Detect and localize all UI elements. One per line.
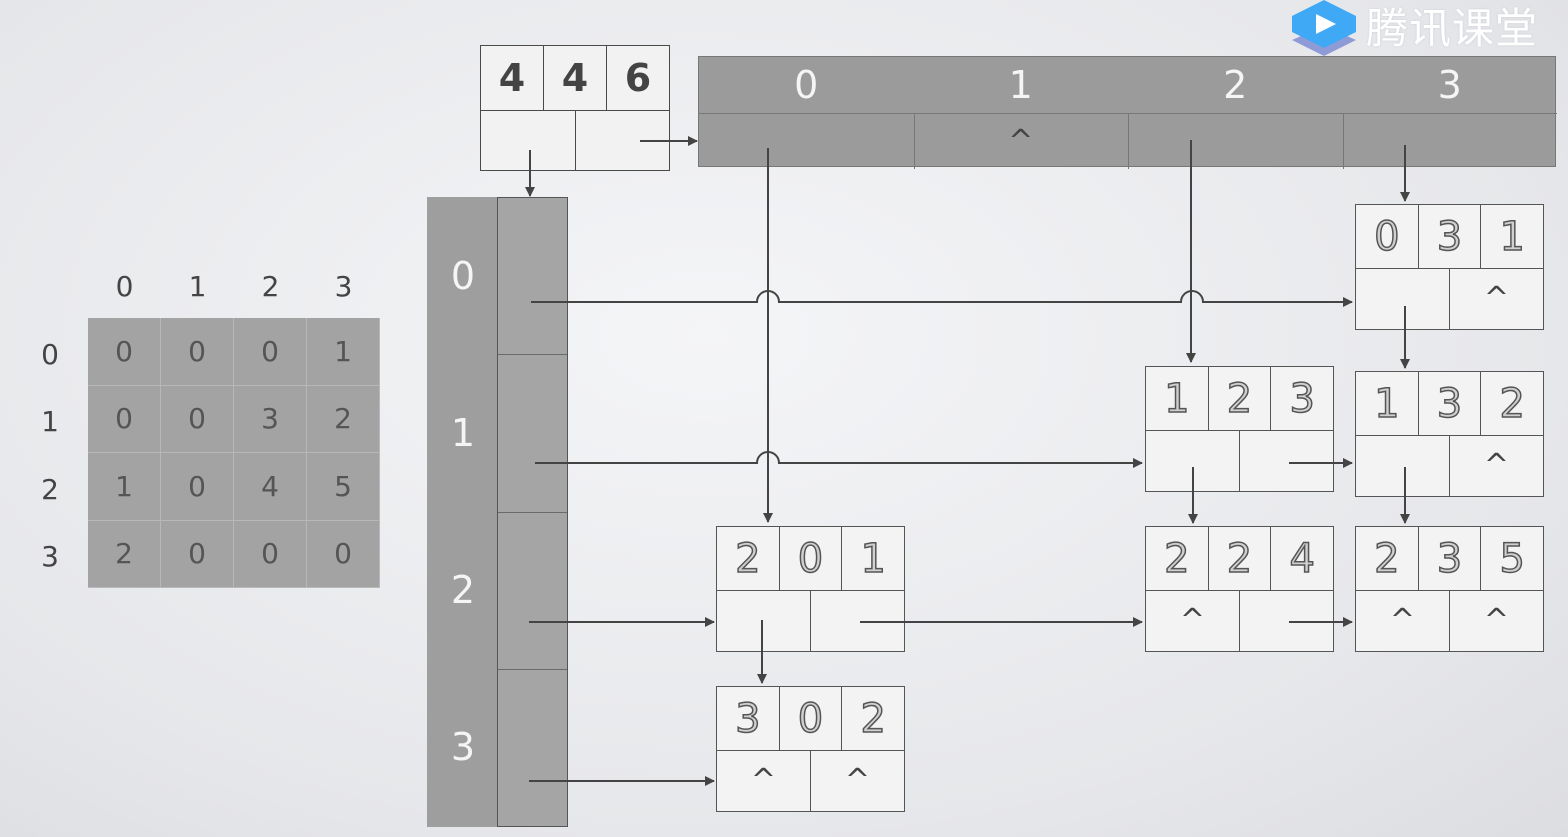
- node-col: 0: [780, 527, 843, 590]
- matrix-cell: 0: [88, 318, 161, 386]
- matrix-cell: 1: [307, 318, 380, 386]
- node-row: 2: [717, 527, 780, 590]
- col-index: 2: [1223, 63, 1248, 107]
- matrix-cell: 0: [161, 453, 234, 521]
- node-down-pointer: ^: [1483, 281, 1510, 316]
- matrix-cell: 0: [234, 520, 307, 588]
- play-icon: [1292, 0, 1356, 56]
- node-row: 0: [1356, 205, 1419, 268]
- logo-text: 腾讯课堂: [1366, 3, 1539, 53]
- header-row-pointer: [481, 110, 576, 170]
- matrix-cell: 0: [161, 318, 234, 386]
- matrix-cell: 2: [307, 385, 380, 453]
- column-head-array: 0 1 2 3 ^: [698, 56, 1557, 169]
- node-value: 5: [1499, 535, 1526, 583]
- matrix-row-label: 0: [41, 337, 59, 371]
- arrow: [531, 290, 1353, 307]
- matrix-cell: 0: [307, 520, 380, 588]
- row-index-column: 0 1 2 3: [427, 197, 499, 827]
- node-row: 1: [1356, 372, 1419, 435]
- node-right-pointer: [717, 590, 811, 651]
- col-index: 1: [1008, 63, 1033, 107]
- col-head-slot: ^: [913, 113, 1129, 169]
- logo: [1284, 0, 1568, 56]
- node-down-pointer: ^: [1483, 448, 1510, 483]
- row-index: 3: [450, 724, 476, 769]
- row-divider: [498, 512, 567, 513]
- matrix-col-label: 0: [115, 269, 134, 303]
- col-head-slot: [699, 113, 915, 169]
- node-value: 2: [1499, 380, 1526, 428]
- node-row: 2: [1146, 527, 1209, 590]
- node-col: 3: [1419, 372, 1482, 435]
- node-value: 4: [1289, 535, 1316, 583]
- header-rows: 4: [481, 46, 544, 110]
- node-right-pointer: ^: [1356, 590, 1450, 651]
- node-value: 3: [1289, 375, 1316, 423]
- node-right-pointer: [1146, 430, 1240, 491]
- col-head-slot: [1128, 113, 1344, 169]
- matrix-cell: 0: [161, 520, 234, 588]
- header-node: 4 4 6: [480, 45, 670, 171]
- matrix-col-label: 3: [334, 269, 353, 303]
- node-down-pointer: ^: [844, 763, 871, 798]
- matrix-cell: 0: [234, 318, 307, 386]
- node-row: 3: [717, 687, 780, 750]
- matrix-cell: 0: [88, 385, 161, 453]
- col-index: 3: [1437, 63, 1462, 107]
- row-divider: [498, 669, 567, 670]
- col-index: 0: [794, 63, 819, 107]
- matrix-cell: 0: [161, 385, 234, 453]
- matrix-col-label: 1: [188, 269, 207, 303]
- matrix-cell: 3: [234, 385, 307, 453]
- node-value: 2: [860, 695, 887, 743]
- node-col: 2: [1209, 367, 1272, 430]
- node-value: 1: [1499, 213, 1526, 261]
- matrix-cell: 4: [234, 453, 307, 521]
- arrow: [535, 451, 1143, 468]
- col-head-slot: [1342, 113, 1557, 169]
- node-right-pointer: ^: [717, 750, 811, 811]
- matrix-cell: 1: [88, 453, 161, 521]
- matrix-col-label: 2: [261, 269, 280, 303]
- row-divider: [498, 354, 567, 355]
- node-col: 0: [780, 687, 843, 750]
- node-value: 1: [860, 535, 887, 583]
- matrix-cell: 2: [88, 520, 161, 588]
- node-row: 2: [1356, 527, 1419, 590]
- matrix-row-label: 3: [41, 539, 59, 573]
- row-index: 1: [450, 410, 476, 455]
- matrix-row-label: 1: [41, 404, 59, 438]
- matrix-row-label: 2: [41, 472, 59, 506]
- node-col: 3: [1419, 205, 1482, 268]
- sparse-matrix: 0 0 0 1 0 0 3 2 1 0 4 5 2 0 0 0: [88, 318, 380, 588]
- header-count: 6: [624, 56, 652, 100]
- node-down-pointer: ^: [1483, 603, 1510, 638]
- row-index: 2: [450, 567, 476, 612]
- node-col: 3: [1419, 527, 1482, 590]
- row-index: 0: [450, 253, 476, 298]
- matrix-cell: 5: [307, 453, 380, 521]
- node-col: 2: [1209, 527, 1272, 590]
- node-row: 1: [1146, 367, 1209, 430]
- node-right-pointer: [1356, 435, 1450, 496]
- header-cols: 4: [544, 46, 607, 110]
- node-right-pointer: [1356, 268, 1450, 329]
- node-right-pointer: ^: [1146, 590, 1240, 651]
